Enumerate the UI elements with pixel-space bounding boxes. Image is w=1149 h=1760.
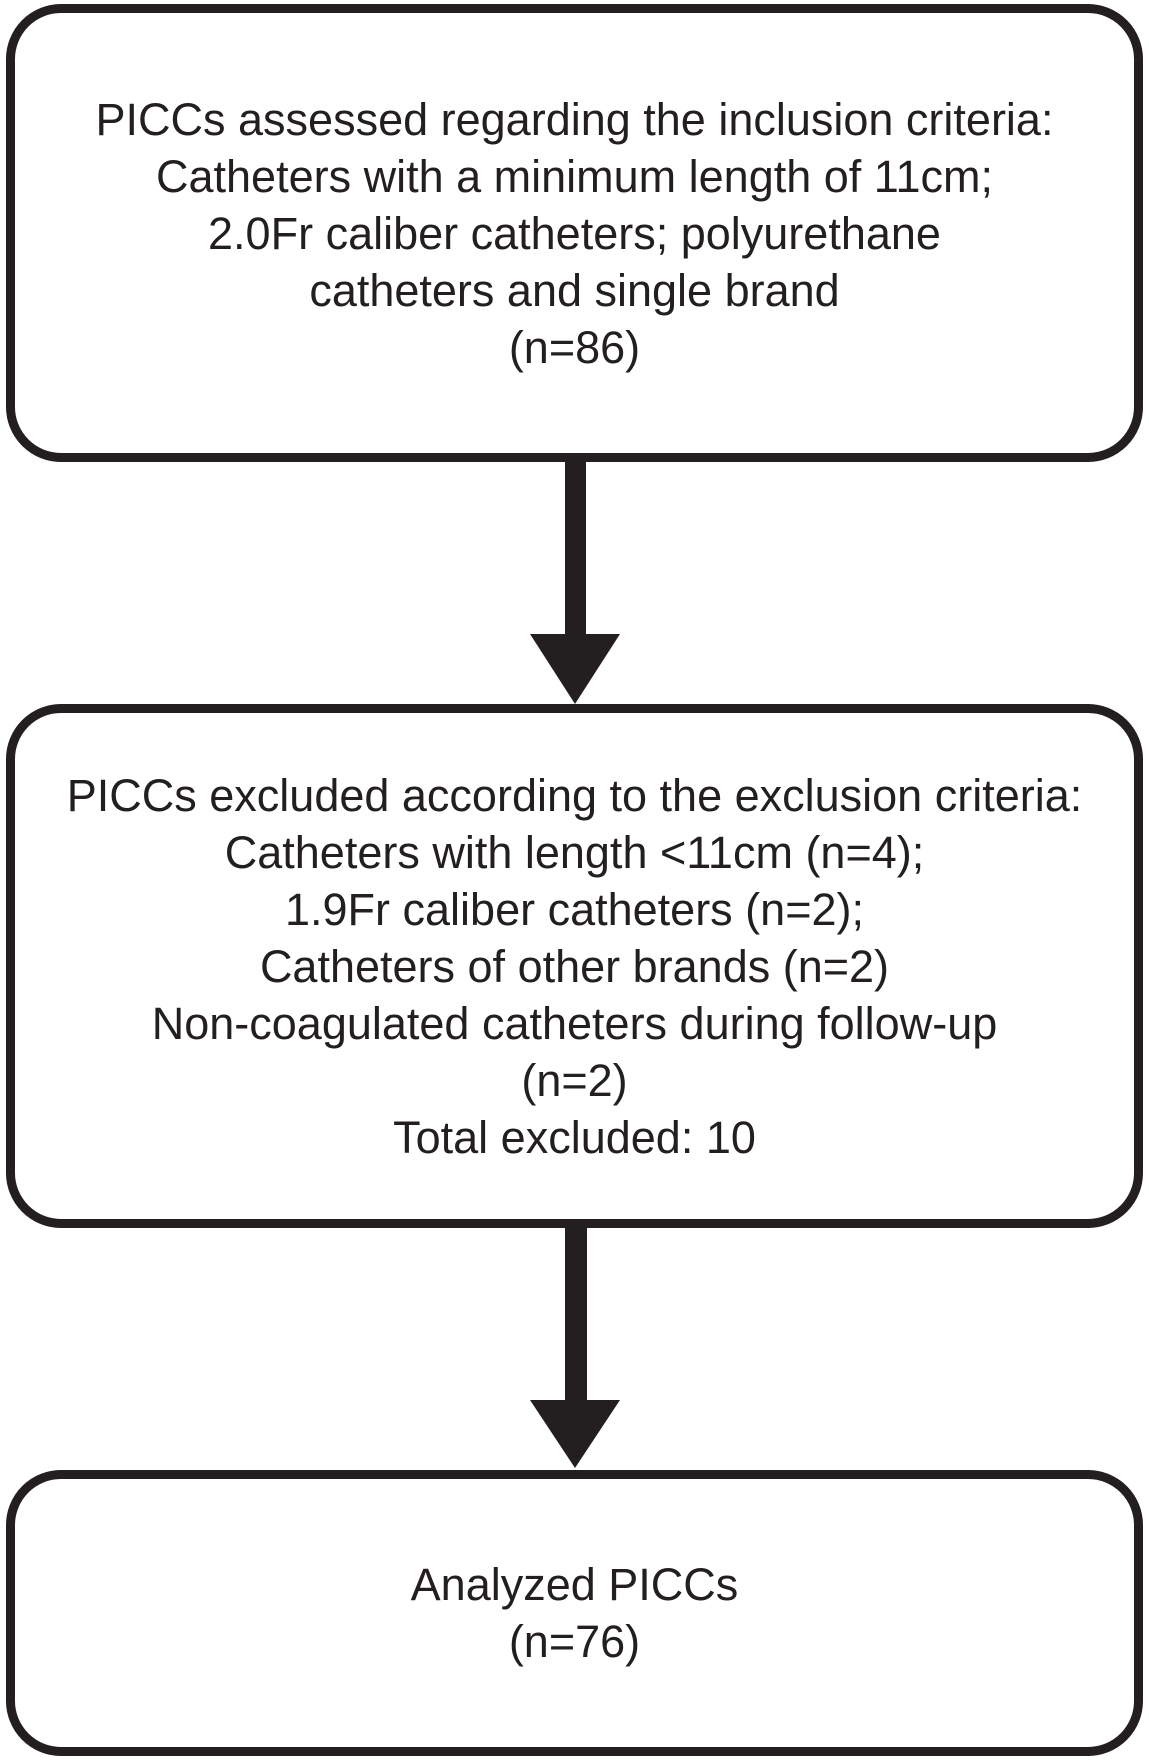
text-line: Catheters with a minimum length of 11cm; [155,150,993,202]
text-line: Non-coagulated catheters during follow-u… [151,997,998,1049]
text-line: PICCs assessed regarding the inclusion c… [95,93,1054,145]
flow-box-analyzed: Analyzed PICCs (n=76) [6,1470,1143,1756]
flow-box-analyzed-text: Analyzed PICCs (n=76) [411,1556,739,1670]
text-line: (n=76) [508,1616,641,1667]
flow-box-exclusion-text: PICCs excluded according to the exclusio… [67,767,1083,1166]
arrow-stem [565,458,586,638]
text-line: 2.0Fr caliber catheters; polyurethane [208,207,941,259]
text-line: Analyzed PICCs [410,1559,739,1610]
text-line: Catheters of other brands (n=2) [259,940,890,992]
flow-box-inclusion: PICCs assessed regarding the inclusion c… [6,4,1143,462]
down-arrow-connector-2 [530,1224,620,1468]
text-line: (n=2) [521,1054,628,1106]
text-line: Catheters with length <11cm (n=4); [224,826,925,878]
down-arrow-connector-1 [530,458,620,704]
flow-box-exclusion: PICCs excluded according to the exclusio… [6,704,1143,1228]
arrow-head [530,634,620,704]
arrow-stem [565,1224,587,1404]
arrow-head [530,1400,620,1468]
text-line: 1.9Fr caliber catheters (n=2); [284,883,864,935]
text-line: catheters and single brand [309,264,840,316]
text-line: Total excluded: 10 [393,1111,756,1163]
text-line: PICCs excluded according to the exclusio… [66,769,1083,821]
text-line: (n=86) [508,321,641,373]
flow-box-inclusion-text: PICCs assessed regarding the inclusion c… [96,91,1054,376]
